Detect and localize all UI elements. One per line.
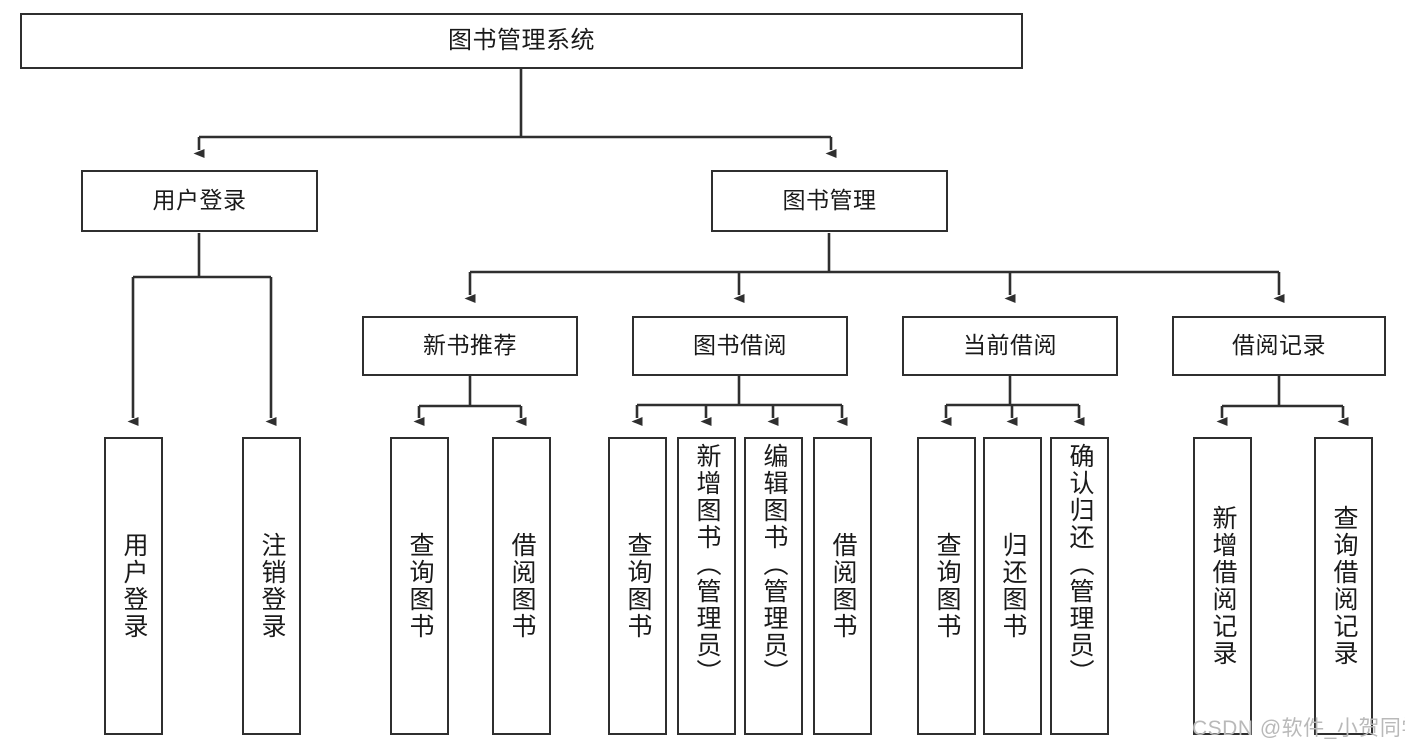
node-leaf-query-book-1[interactable]: 查询图书 [390,437,449,735]
node-leaf-query-book-1-label: 查询图书 [406,532,434,640]
node-leaf-query-book-2-label: 查询图书 [624,532,652,640]
csdn-watermark: CSDN @软件_小贺同学 [1192,717,1405,740]
node-book-manage-label: 图书管理 [782,187,877,214]
node-leaf-confirm-return-admin-label: 确认归还（管理员） [1066,443,1094,686]
node-borrow-record-label: 借阅记录 [1232,332,1326,359]
node-new-book-recommend[interactable]: 新书推荐 [362,316,578,376]
node-leaf-query-book-3-label: 查询图书 [933,532,961,640]
node-leaf-user-login[interactable]: 用户登录 [104,437,163,735]
node-leaf-add-record-label: 新增借阅记录 [1209,505,1237,667]
node-leaf-logout-label: 注销登录 [258,532,286,640]
node-book-borrow[interactable]: 图书借阅 [632,316,848,376]
node-leaf-add-book-admin-label: 新增图书（管理员） [693,443,721,686]
node-book-borrow-label: 图书借阅 [693,332,787,359]
node-leaf-query-record[interactable]: 查询借阅记录 [1314,437,1373,735]
node-new-book-recommend-label: 新书推荐 [423,332,517,359]
node-leaf-confirm-return-admin[interactable]: 确认归还（管理员） [1050,437,1109,735]
node-leaf-query-book-3[interactable]: 查询图书 [917,437,976,735]
node-leaf-edit-book-admin[interactable]: 编辑图书（管理员） [744,437,803,735]
node-book-manage[interactable]: 图书管理 [711,170,948,232]
node-leaf-return-book[interactable]: 归还图书 [983,437,1042,735]
node-leaf-borrow-book-1[interactable]: 借阅图书 [492,437,551,735]
node-current-borrow-label: 当前借阅 [963,332,1057,359]
node-user-login[interactable]: 用户登录 [81,170,318,232]
node-current-borrow[interactable]: 当前借阅 [902,316,1118,376]
node-leaf-user-login-label: 用户登录 [120,532,148,640]
node-leaf-logout[interactable]: 注销登录 [242,437,301,735]
node-user-login-label: 用户登录 [152,187,247,214]
node-borrow-record[interactable]: 借阅记录 [1172,316,1386,376]
node-leaf-edit-book-admin-label: 编辑图书（管理员） [760,443,788,686]
node-leaf-borrow-book-1-label: 借阅图书 [508,532,536,640]
node-root-label: 图书管理系统 [448,26,595,54]
node-leaf-borrow-book-2[interactable]: 借阅图书 [813,437,872,735]
node-leaf-borrow-book-2-label: 借阅图书 [829,532,857,640]
node-leaf-query-book-2[interactable]: 查询图书 [608,437,667,735]
node-leaf-add-record[interactable]: 新增借阅记录 [1193,437,1252,735]
node-leaf-return-book-label: 归还图书 [999,532,1027,640]
node-root[interactable]: 图书管理系统 [20,13,1023,69]
node-leaf-query-record-label: 查询借阅记录 [1330,505,1358,667]
node-leaf-add-book-admin[interactable]: 新增图书（管理员） [677,437,736,735]
